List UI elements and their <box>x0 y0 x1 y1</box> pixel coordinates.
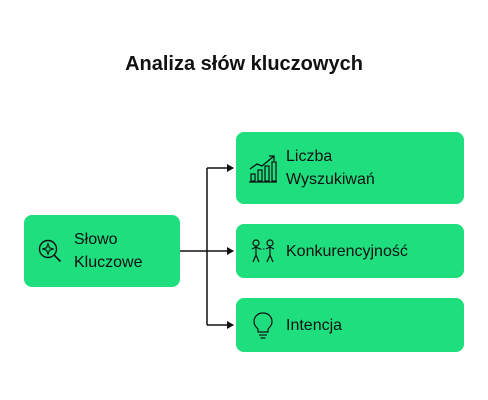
node-label: Liczba Wyszukiwań <box>286 145 375 191</box>
node-konkurencyjnosc: Konkurencyjność <box>236 224 464 278</box>
node-label-line: Liczba <box>286 148 333 165</box>
people-competing-icon <box>248 235 278 267</box>
node-intencja: Intencja <box>236 298 464 352</box>
node-label-line: Kluczowe <box>74 254 143 271</box>
node-label: Intencja <box>286 316 343 334</box>
search-sparkle-icon <box>36 237 64 265</box>
node-label-line: Wyszukiwań <box>286 171 375 188</box>
bar-chart-trend-icon <box>248 152 278 184</box>
node-label-line: Słowo <box>74 231 118 248</box>
node-slowo-kluczowe: Słowo Kluczowe <box>24 215 180 287</box>
lightbulb-icon <box>248 309 278 341</box>
node-label: Słowo Kluczowe <box>74 228 142 274</box>
diagram-title: Analiza słów kluczowych <box>125 53 363 75</box>
node-label: Konkurencyjność <box>286 242 408 260</box>
node-liczba-wyszukiwan: Liczba Wyszukiwań <box>236 132 464 204</box>
